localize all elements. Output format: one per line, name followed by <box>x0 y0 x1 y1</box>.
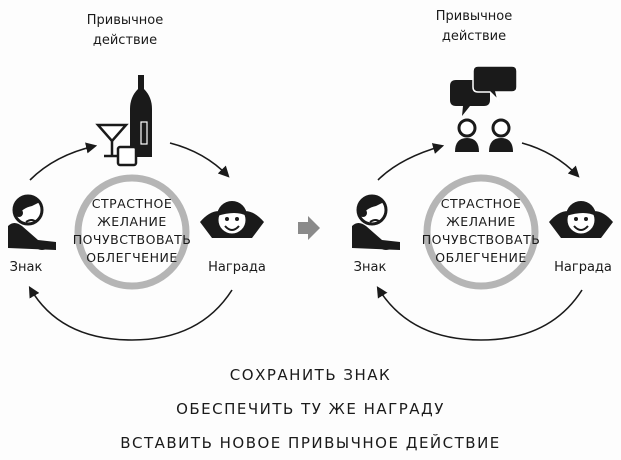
arrow-cue-to-routine <box>377 143 445 181</box>
reward-person-icon <box>198 199 266 240</box>
craving-text-line: СТРАСТНОЕ <box>441 196 521 211</box>
two-people-talking-icon <box>450 65 518 152</box>
reward-label: Награда <box>554 260 612 275</box>
craving-text-line: СТРАСТНОЕ <box>92 196 172 211</box>
habit-loop-old: Привычное действие СТРАСТНОЕ ЖЕЛАНИЕ ПОЧ… <box>6 13 266 341</box>
routine-label-line2: действие <box>93 33 157 48</box>
cue-label: Знак <box>354 260 387 275</box>
step-keep-cue: СОХРАНИТЬ ЗНАК <box>229 366 392 384</box>
step-same-reward: ОБЕСПЕЧИТЬ ТУ ЖЕ НАГРАДУ <box>176 400 445 418</box>
craving-ring <box>74 174 190 290</box>
reward-person-icon <box>547 199 615 240</box>
step-new-routine: ВСТАВИТЬ НОВОЕ ПРИВЫЧНОЕ ДЕЙСТВИЕ <box>120 434 501 452</box>
cue-person-icon <box>6 193 58 252</box>
habit-loop-new: Привычное действие СТРАСТНОЕ ЖЕЛАНИЕ ПОЧ… <box>350 9 615 341</box>
arrow-reward-to-cue <box>28 286 233 341</box>
cue-label: Знак <box>10 260 43 275</box>
arrow-routine-to-reward <box>521 142 580 178</box>
cue-person-icon <box>350 193 402 252</box>
routine-label-line1: Привычное <box>87 13 164 28</box>
craving-ring <box>423 174 539 290</box>
alcohol-bottle-glasses-icon <box>95 75 152 167</box>
arrow-reward-to-cue <box>376 286 583 341</box>
routine-label-line1: Привычное <box>436 9 513 24</box>
craving-text-line: ОБЛЕГЧЕНИЕ <box>435 250 526 265</box>
arrow-routine-to-reward <box>169 142 230 178</box>
craving-text-line: ПОЧУВСТВОВАТЬ <box>73 232 192 247</box>
craving-text-line: ПОЧУВСТВОВАТЬ <box>422 232 541 247</box>
reward-label: Награда <box>208 260 266 275</box>
routine-label-line2: действие <box>442 29 506 44</box>
transition-arrow-icon <box>298 216 320 240</box>
craving-text-line: ЖЕЛАНИЕ <box>446 214 515 229</box>
craving-text-line: ОБЛЕГЧЕНИЕ <box>86 250 177 265</box>
arrow-cue-to-routine <box>29 142 98 181</box>
craving-text-line: ЖЕЛАНИЕ <box>97 214 166 229</box>
